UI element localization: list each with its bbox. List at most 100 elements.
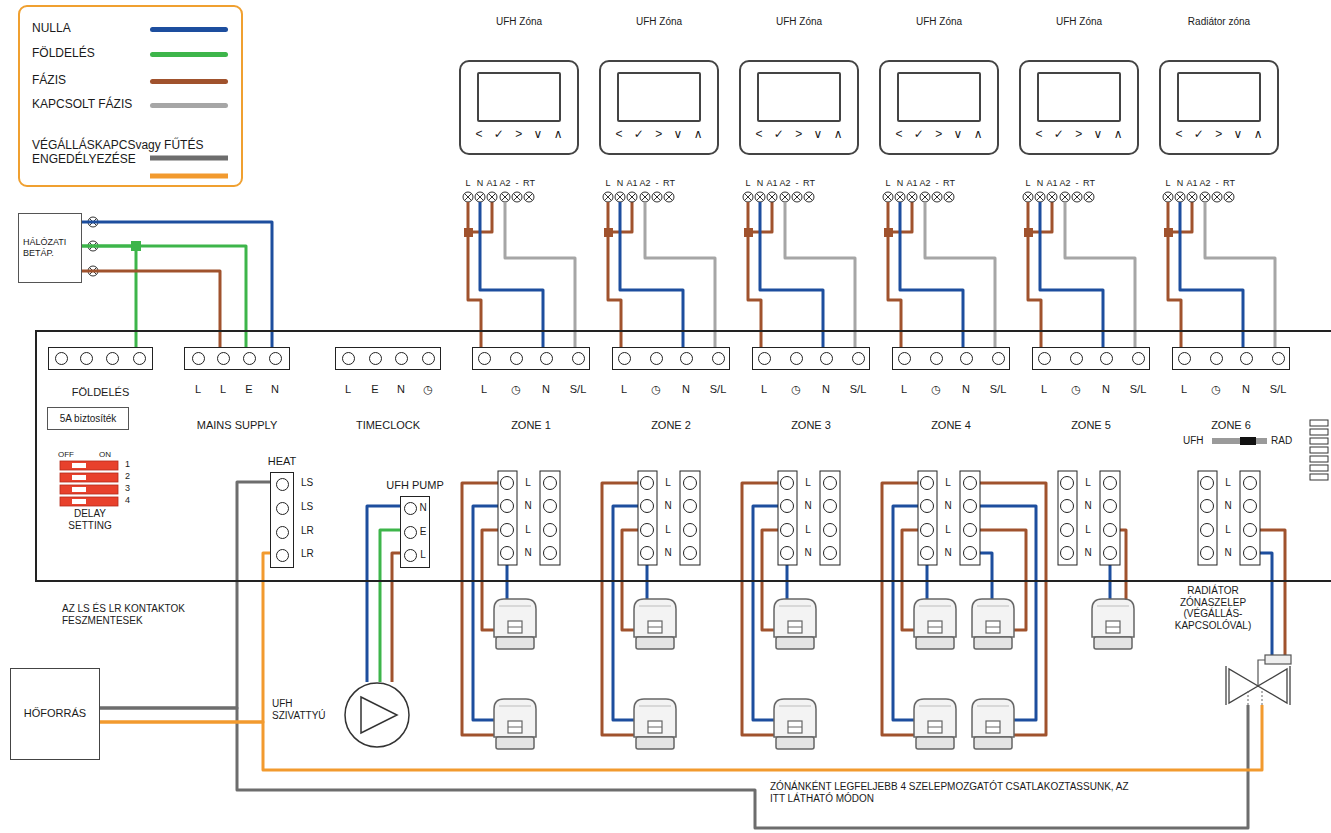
button-row: < ✓ > ∨ ∧ [1036,128,1123,142]
terminal-screw [478,352,491,365]
legend-text: FÁZIS [32,74,66,88]
terminal-screw [1201,524,1214,537]
terminal-screw [964,547,977,560]
terminal-screw [920,192,930,202]
terminal-screw [1104,524,1117,537]
terminal-label: L [1025,178,1030,188]
actuator-terminal-block [820,471,840,565]
switch-label: 1 [125,459,130,469]
terminal-strip: L◷NS/LZONE 6 [1172,347,1290,370]
terminal-screw [964,500,977,513]
terminal-label: N [804,500,811,512]
terminal-label: L [805,477,811,489]
valve-label: RADIÁTOR ZÓNASZELEP (VÉGÁLLÁS- KAPCSOLÓV… [1163,585,1263,631]
terminal-label: A2 [499,178,510,188]
terminal-label: N [1102,383,1110,396]
terminal-screw [524,192,534,202]
wire-connector [100,553,270,722]
zone-valve: RADIÁTOR ZÓNASZELEP (VÉGÁLLÁS- KAPCSOLÓV… [1225,655,1291,705]
wire-connector [900,202,963,347]
terminal-label: N [682,383,690,396]
zone-heading: UFH Zóna [776,16,822,28]
terminal-label: L [1085,477,1091,489]
terminal-screw [1240,352,1253,365]
terminal-screw [1244,547,1257,560]
terminal-strip: L◷NS/LZONE 1 [472,347,590,370]
terminal-label: - [1216,178,1219,188]
legend-text: VÉGÁLLÁSKAPCSvagy FŰTÉS ENGEDÉLYEZÉSE [32,139,224,167]
terminal-label: L [1225,524,1231,536]
terminal-screw [852,352,865,365]
terminal-screw [1175,192,1185,202]
wire [150,156,228,161]
terminal-screw [1210,352,1223,365]
terminal-screw [641,524,654,537]
terminal-label: L [465,178,470,188]
terminal-label: N [1224,500,1231,512]
actuator-terminal-block [638,471,657,565]
terminal-strip: FÖLDELÉS [48,347,153,370]
terminal-screw [1104,547,1117,560]
terminal-screw [1038,352,1051,365]
terminal-screw [1201,547,1214,560]
terminal-screw [895,192,905,202]
wire [970,483,1046,735]
thermostat: UFH Zóna< ✓ > ∨ ∧LNA1A2-RT [875,60,1003,202]
thermal-actuator [774,599,816,649]
terminal-screw [540,352,553,365]
pump-outline [344,682,410,748]
legend-swatch [150,52,228,57]
terminal-screw [898,352,911,365]
terminal-block: HEATLSLSLRLR [270,472,294,568]
pump-label: UFH SZIVATTYÚ [272,698,340,721]
terminal-label: N [757,178,764,188]
thermal-actuator [774,699,816,749]
terminal-screw [1200,192,1210,202]
thermal-actuator [634,699,676,749]
terminal-label: RT [1223,178,1235,188]
dip-switch [60,461,118,470]
legend-text: FÖLDELÉS [32,47,95,61]
thermal-actuator [914,599,956,649]
terminal-screw [824,524,837,537]
button-row: < ✓ > ∨ ∧ [1176,128,1263,142]
wire-connector [925,202,995,347]
terminal-screw [404,502,417,515]
terminal-label: E [420,526,427,538]
switch-label: 4 [125,495,130,505]
terminal-label: - [936,178,939,188]
terminal-screw [921,477,934,490]
terminal-label: N [397,383,405,396]
terminal-screw [1047,192,1057,202]
terminal-screw [512,192,522,202]
block-title: FÖLDELÉS [72,386,129,399]
block-title: ZONE 2 [651,419,691,432]
indicator-led [1310,429,1328,435]
terminal-screw [1061,500,1074,513]
terminal-screw [276,526,289,539]
terminal-screw [1100,352,1113,365]
terminal-label: N [962,383,970,396]
terminal-label: - [656,178,659,188]
terminal-label: L [1085,524,1091,536]
terminal-screw [921,547,934,560]
terminal-label: RT [943,178,955,188]
terminal-screw [627,192,637,202]
terminal-label: A1 [1186,178,1197,188]
terminal-screw [1072,192,1082,202]
terminal-label: LR [301,548,314,560]
actuator-terminal-block [1198,471,1217,565]
label-box: 5A biztosíték [47,407,129,430]
terminal-screw [641,477,654,490]
terminal-screw [1272,352,1285,365]
wire-connector [480,202,543,347]
terminal-label: L [761,383,767,396]
mode-switch-knob [1240,437,1256,445]
thermal-actuator [972,599,1014,649]
block-title: ZONE 5 [1071,419,1111,432]
legend-swatch [150,103,228,108]
box-label: HÁLÓZATI BETÁP. [23,237,77,259]
terminal-screw [921,500,934,513]
wire-connector [367,506,400,682]
button-row: < ✓ > ∨ ∧ [476,128,563,142]
